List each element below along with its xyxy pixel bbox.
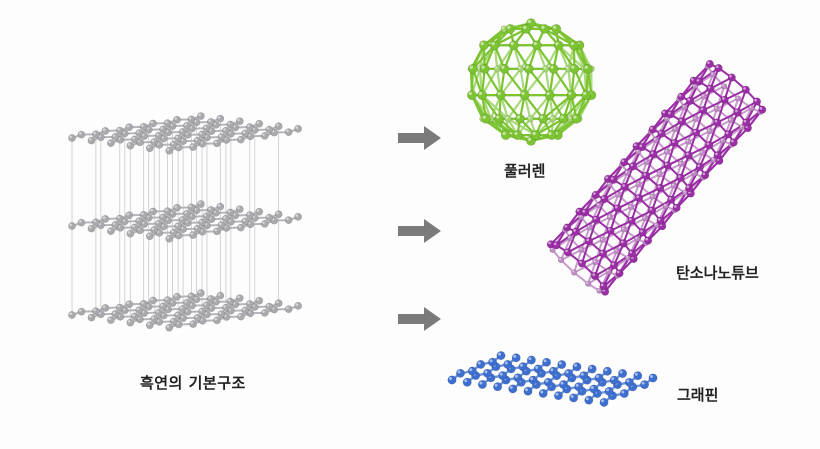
- arrow-to-graphene: [398, 307, 441, 331]
- arrows: [398, 126, 441, 331]
- fullerene-molecule: [466, 18, 597, 146]
- graphene-sheet: [447, 351, 658, 407]
- graphite-label: 흑연의 기본구조: [140, 374, 246, 392]
- nanotube-label: 탄소나노튜브: [676, 264, 759, 282]
- arrow-to-nanotube: [398, 219, 441, 243]
- arrow-to-fullerene: [398, 126, 441, 150]
- carbon-nanotube: [546, 59, 767, 296]
- fullerene-label: 풀러렌: [504, 162, 546, 180]
- graphite-structure: [68, 112, 303, 332]
- graphene-label: 그래핀: [677, 386, 719, 404]
